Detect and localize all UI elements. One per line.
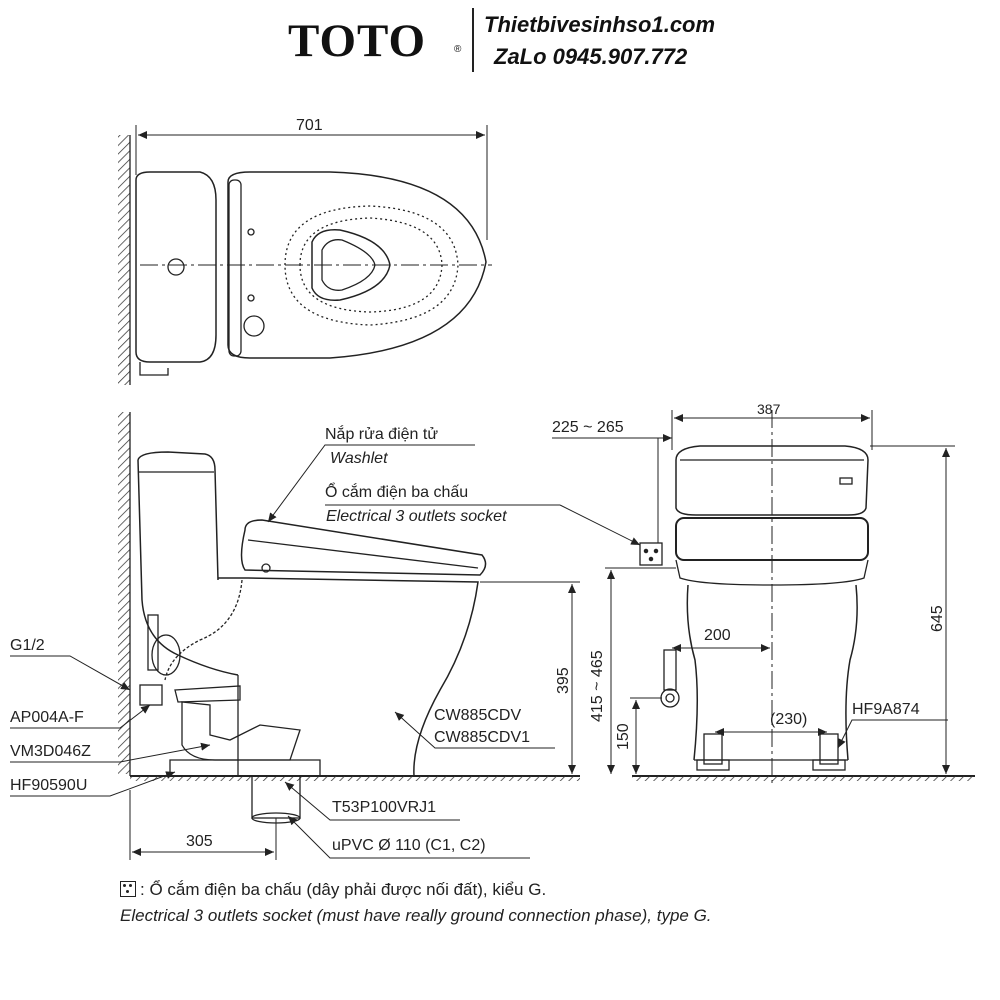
socket-symbol-icon xyxy=(120,881,136,897)
side-view xyxy=(10,412,641,860)
label-hf90590u: HF90590U xyxy=(10,777,88,794)
front-floor-hatch xyxy=(632,776,975,781)
leader-g12 xyxy=(10,655,131,691)
top-view xyxy=(118,125,492,385)
side-valve-loop xyxy=(151,634,181,676)
leader-hf90590u xyxy=(10,771,176,797)
footnote-vietnamese: : Ổ cắm điện ba chấu (dây phải được nối … xyxy=(120,880,546,900)
front-bolt-left-base xyxy=(696,759,730,771)
top-seat-hinge xyxy=(228,179,242,357)
side-valve-body xyxy=(139,684,163,706)
top-tank xyxy=(135,171,217,363)
footnote-vi-text: : Ổ cắm điện ba chấu (dây phải được nối … xyxy=(140,880,547,899)
top-knob xyxy=(243,315,265,337)
top-inner-dotted-1 xyxy=(284,205,459,326)
front-bowl-right xyxy=(845,584,858,761)
contact-text: ZaLo 0945.907.772 xyxy=(494,44,688,69)
leader-t53p100vrj1 xyxy=(284,781,460,821)
dim-socket-range: 225 ~ 265 xyxy=(552,419,624,436)
label-cw885cdv1: CW885CDV1 xyxy=(434,729,531,746)
leader-vm3d046z xyxy=(10,742,211,763)
dim-230: (230) xyxy=(770,711,808,728)
side-trap xyxy=(181,701,301,761)
front-tank xyxy=(675,445,869,516)
leader-socket xyxy=(559,504,641,546)
dim-seat-range: 415 ~ 465 xyxy=(589,650,606,722)
side-tank-top xyxy=(137,451,219,581)
side-bowl-front xyxy=(218,577,479,777)
label-washlet-en: Washlet xyxy=(330,450,388,467)
label-socket-vi: Ổ cắm điện ba chấu xyxy=(325,484,469,501)
label-t53p100vrj1: T53P100VRJ1 xyxy=(332,799,437,816)
top-bowl-outline xyxy=(227,171,487,359)
label-upvc: uPVC Ø 110 (C1, C2) xyxy=(332,837,486,854)
top-dot-2 xyxy=(247,294,255,302)
side-tank-back xyxy=(137,459,239,676)
side-hose-fitting xyxy=(147,614,159,671)
leader-ap004af xyxy=(10,704,151,729)
front-bolt-right xyxy=(819,733,839,765)
front-supply-valve-center xyxy=(665,693,675,703)
side-flange-top xyxy=(174,685,241,703)
dim-387: 387 xyxy=(757,401,781,417)
leader-cw885cdv xyxy=(394,711,555,749)
top-bracket xyxy=(139,362,169,376)
front-socket-pin-2 xyxy=(653,548,659,554)
side-floor-hatch xyxy=(130,776,580,781)
label-g12: G1/2 xyxy=(10,637,45,654)
side-wall-hatch xyxy=(118,412,130,774)
top-inner-dotted-2 xyxy=(299,217,443,313)
label-vm3d046z: VM3D046Z xyxy=(10,743,91,760)
leader-washlet xyxy=(267,444,475,523)
side-drain-pipe xyxy=(251,775,301,819)
side-washlet-seat xyxy=(240,519,487,576)
front-tank-button xyxy=(839,477,853,485)
label-cw885cdv: CW885CDV xyxy=(434,707,522,724)
dim-200: 200 xyxy=(704,627,731,644)
top-dot-1 xyxy=(247,228,255,236)
dim-645: 645 xyxy=(929,605,946,632)
label-ap004af: AP004A-F xyxy=(10,709,84,726)
dim-150: 150 xyxy=(615,723,632,750)
label-washlet-vi: Nắp rửa điện tử xyxy=(325,426,439,443)
front-view xyxy=(552,410,975,784)
side-washlet-line xyxy=(247,539,479,569)
header-divider xyxy=(472,8,474,72)
dim-701: 701 xyxy=(296,117,323,134)
top-flush-button xyxy=(167,258,185,276)
side-washlet-hinge xyxy=(261,563,271,573)
dim-305: 305 xyxy=(186,833,213,850)
side-supply-hose xyxy=(164,579,243,681)
front-supply-pipe xyxy=(663,649,677,691)
front-bolt-left xyxy=(703,733,723,765)
label-socket-en: Electrical 3 outlets socket xyxy=(326,508,507,525)
brand-logo: TOTO xyxy=(288,15,427,67)
front-socket-pin-1 xyxy=(643,548,649,554)
front-socket-box xyxy=(639,542,663,566)
leader-hf9a874 xyxy=(837,719,948,749)
registered-mark: ® xyxy=(454,44,462,55)
leader-upvc xyxy=(287,815,530,859)
front-supply-valve xyxy=(660,688,680,708)
header: TOTO ® Thietbivesinhso1.com ZaLo 0945.90… xyxy=(0,0,1000,90)
side-floor-flange xyxy=(169,759,321,777)
footnote-english: Electrical 3 outlets socket (must have r… xyxy=(120,906,712,925)
front-socket-pin-3 xyxy=(648,556,654,562)
website-text: Thietbivesinhso1.com xyxy=(484,12,716,37)
front-bowl-left xyxy=(686,584,699,761)
front-bolt-right-base xyxy=(812,759,846,771)
dim-395: 395 xyxy=(555,667,572,694)
label-hf9a874: HF9A874 xyxy=(852,701,920,718)
top-wall-hatch xyxy=(118,135,130,385)
